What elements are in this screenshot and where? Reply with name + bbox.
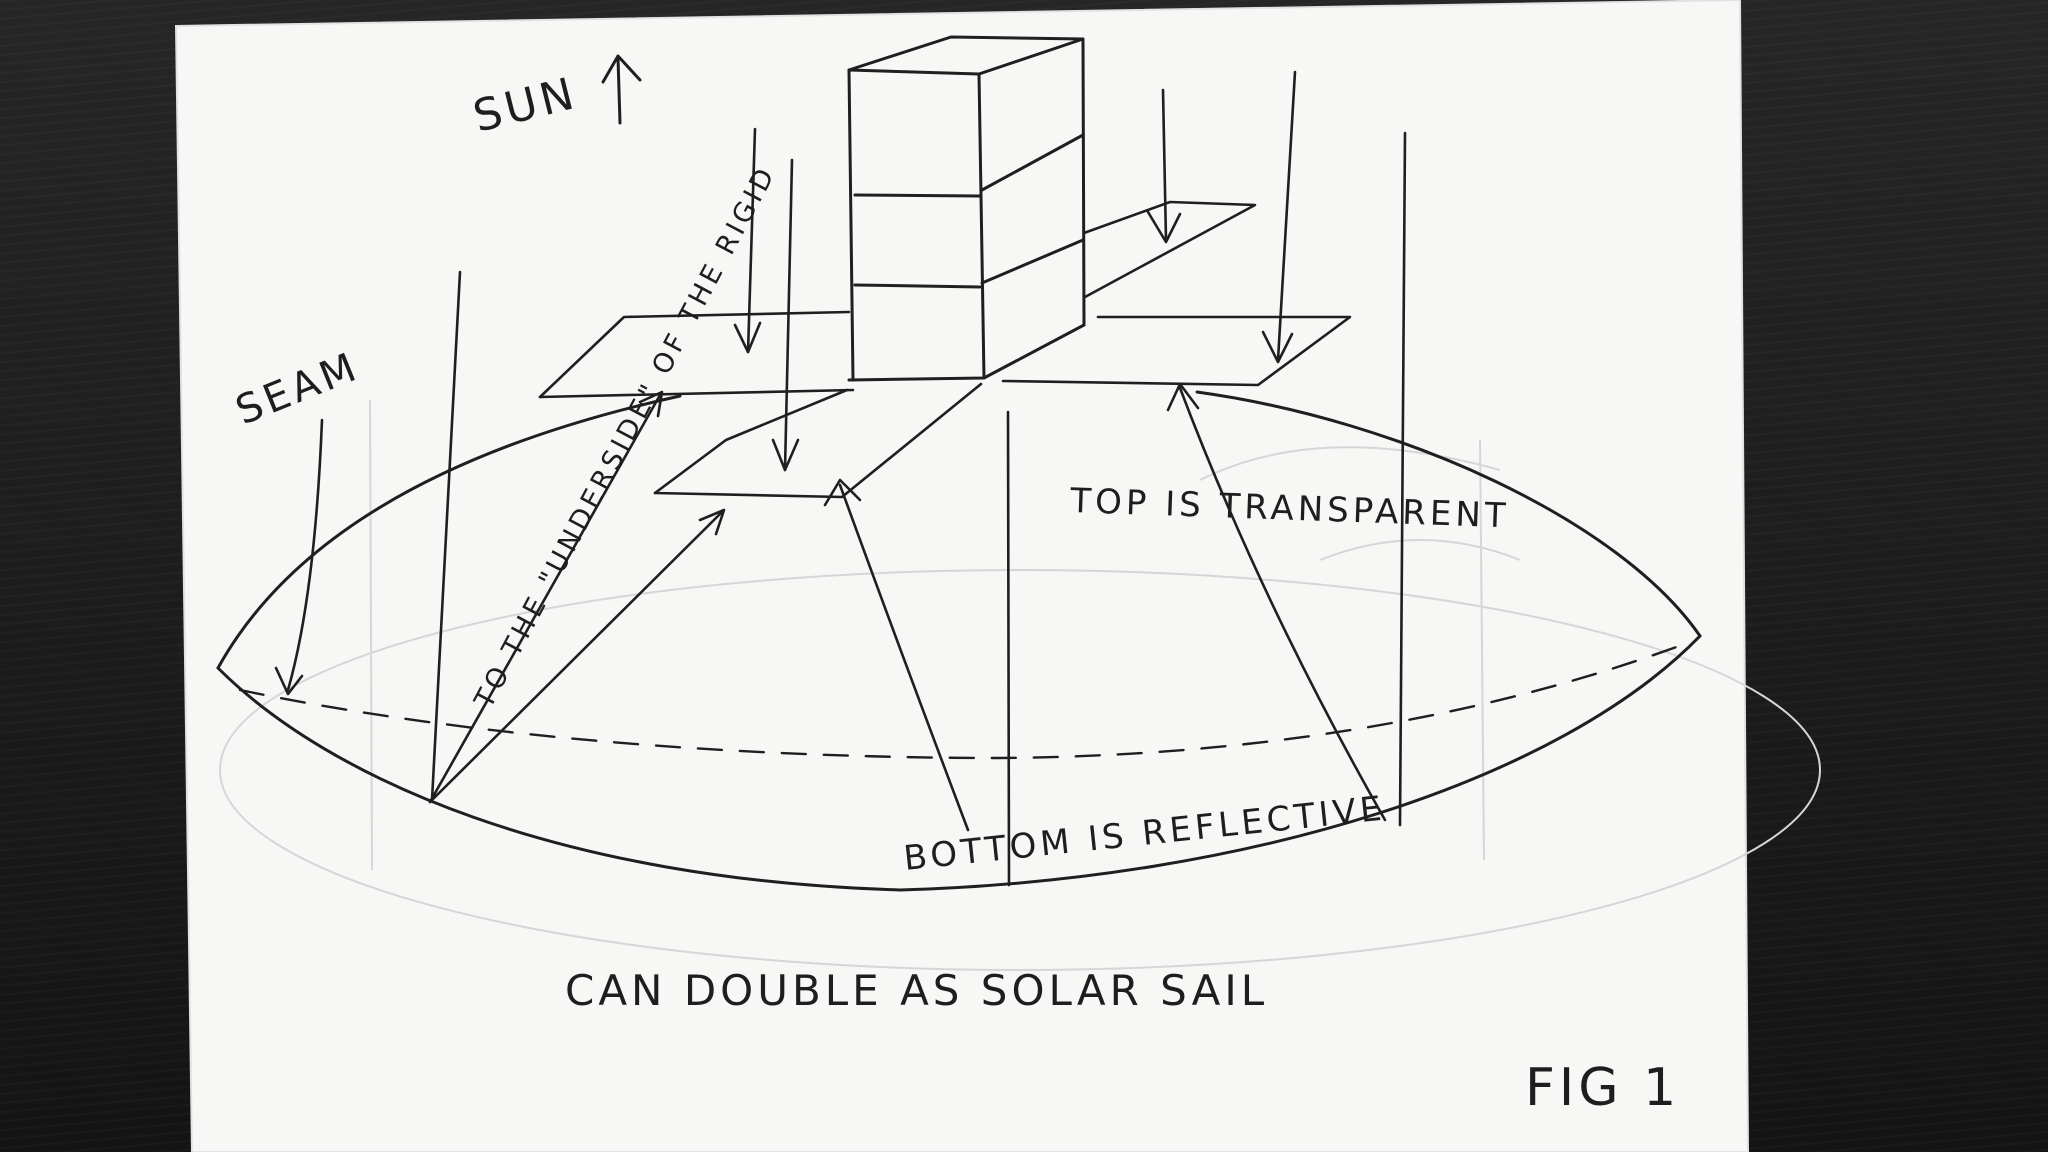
vertical-rays <box>430 131 1407 887</box>
panels <box>538 200 1352 499</box>
caption: CAN DOUBLE AS SOLAR SAIL <box>565 966 1268 1015</box>
show-through-marks <box>219 399 1821 971</box>
figure-label: FIG 1 <box>1525 1058 1680 1118</box>
rigid-box <box>847 35 1086 382</box>
reflected-ray-arrows <box>428 382 1387 832</box>
seam-arrow-icon <box>274 418 324 696</box>
paper <box>176 0 1748 1152</box>
sail-envelope <box>216 390 1702 892</box>
seam-dashed-line <box>238 640 1692 760</box>
sun-arrow-icon <box>601 54 642 125</box>
sun-ray-arrows <box>733 70 1297 472</box>
